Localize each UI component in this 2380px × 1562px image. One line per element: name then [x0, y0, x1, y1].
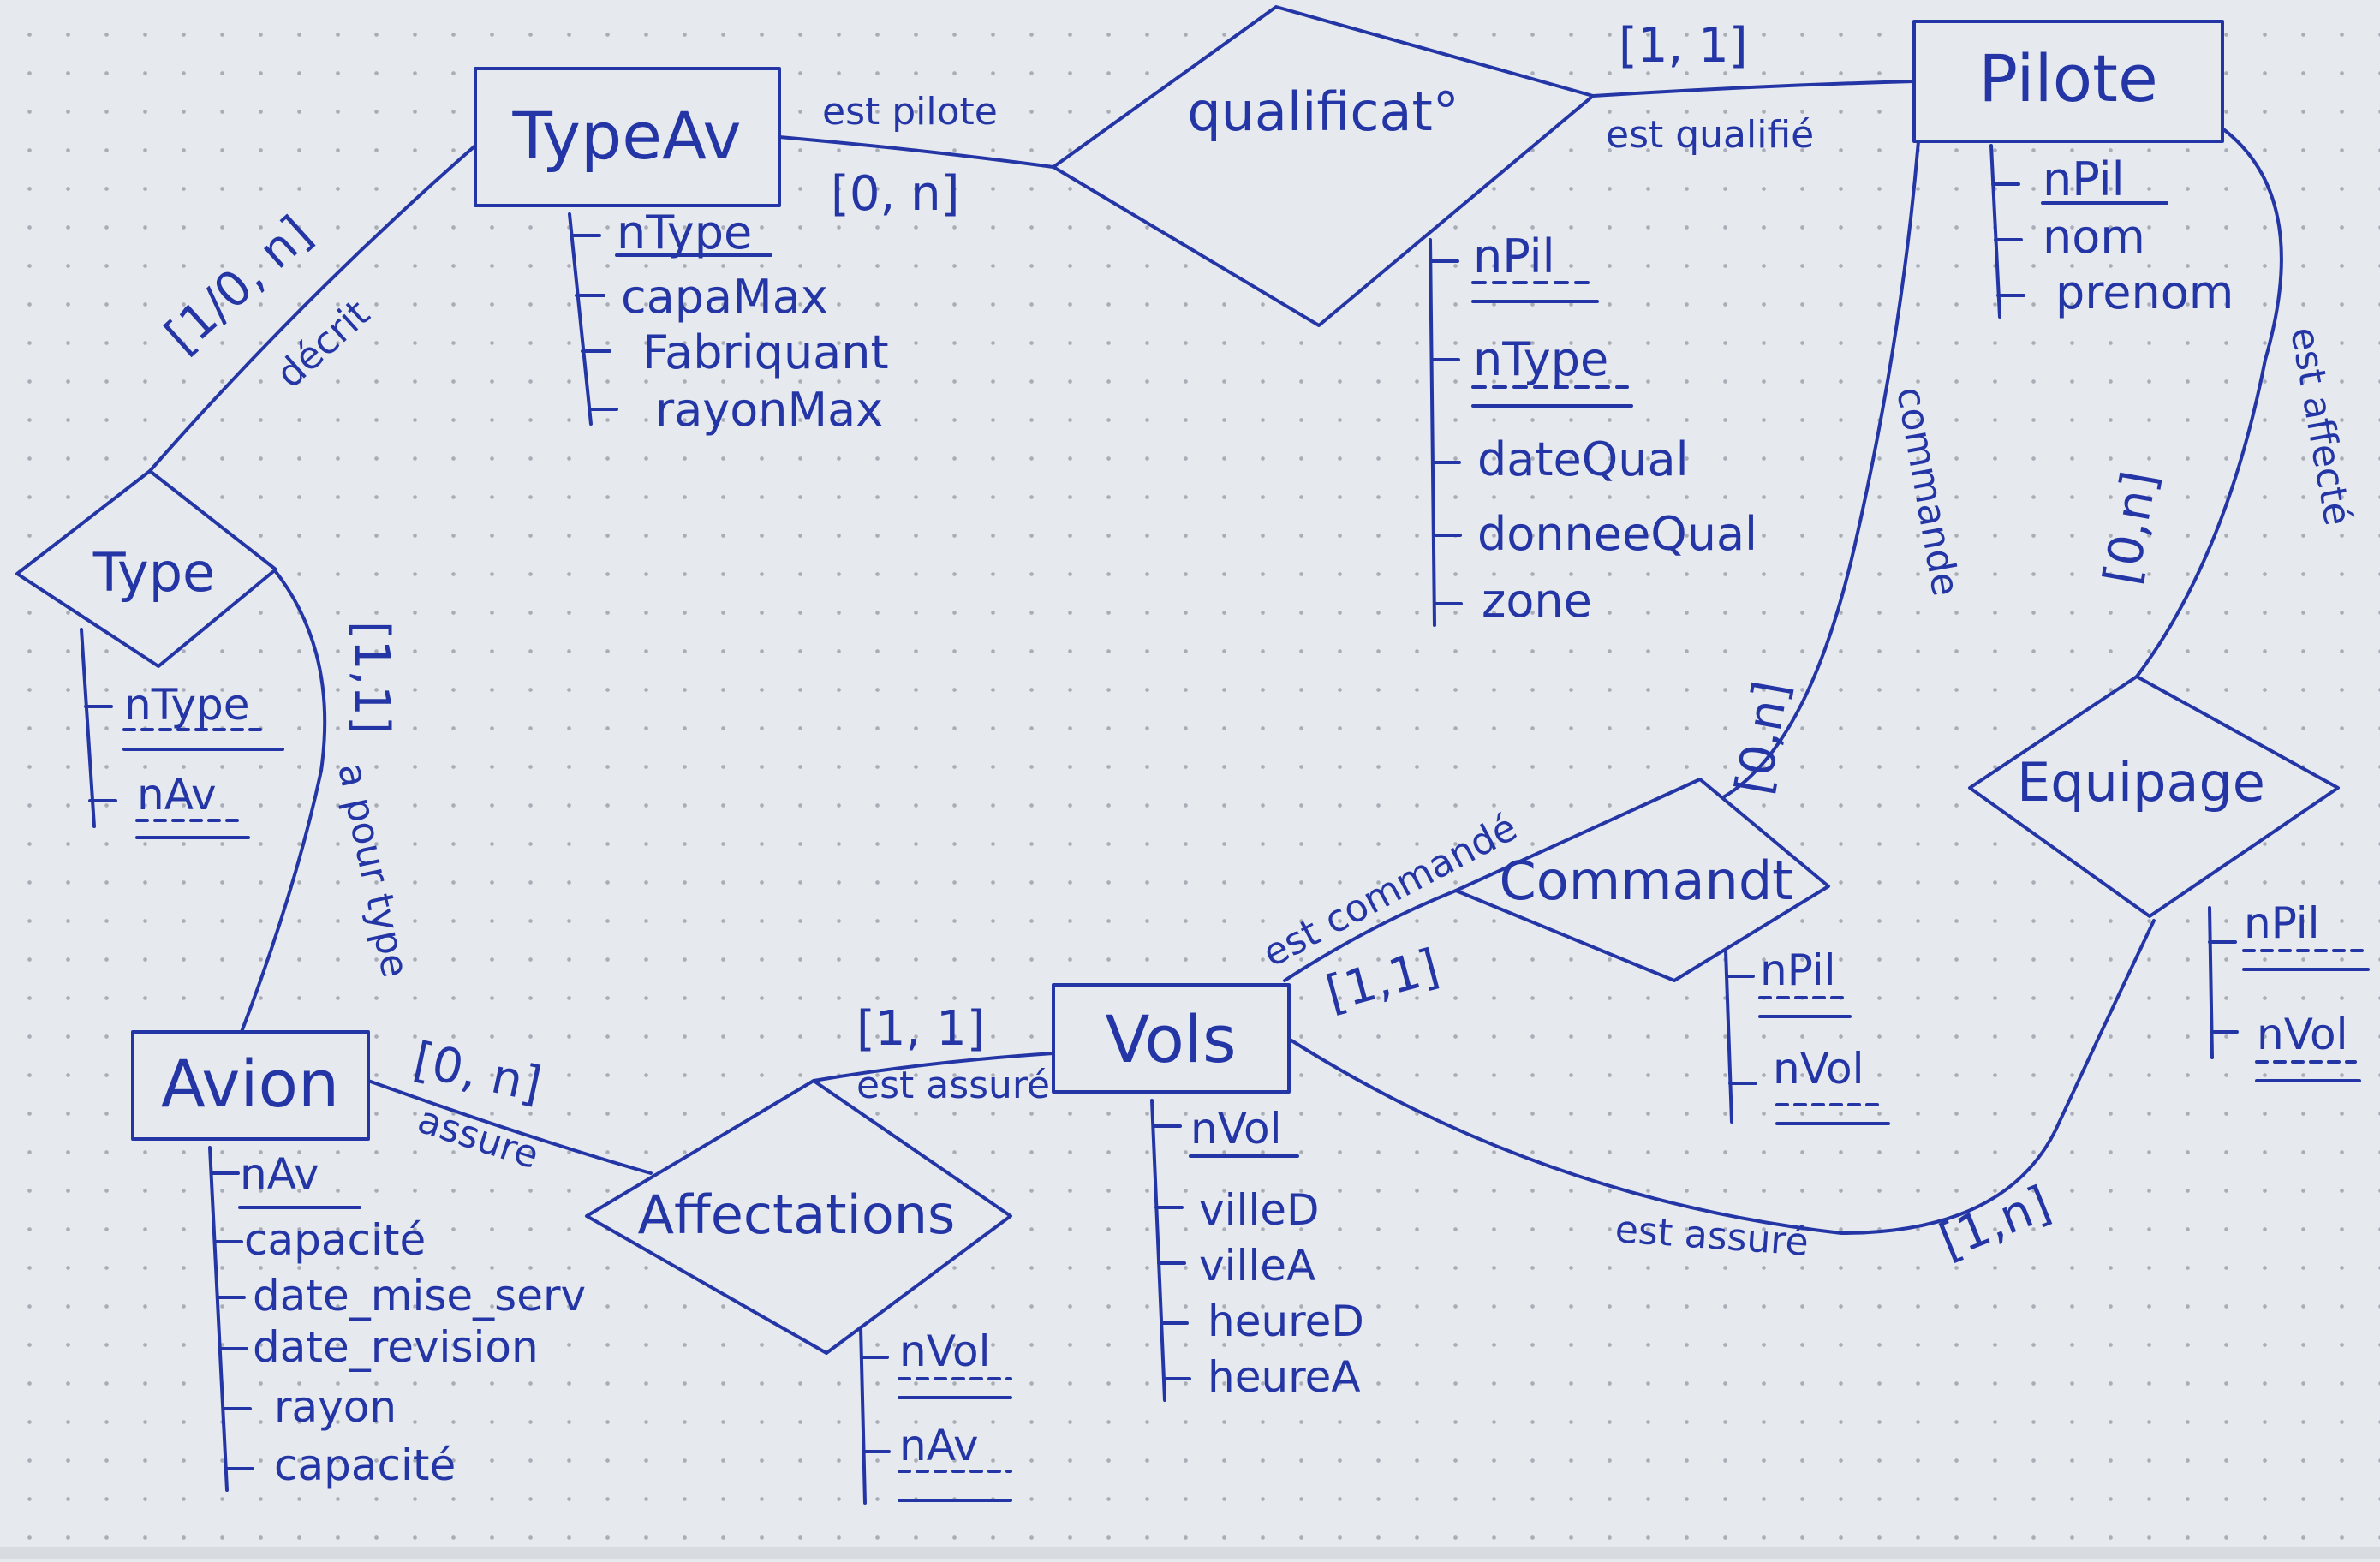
entity-vols-box [1052, 983, 1291, 1094]
entity-typeav-box [474, 67, 781, 207]
line-pilote-equipage [2135, 127, 2283, 678]
relation-equipage: Equipage [1968, 675, 2340, 918]
attr-vols-nvol: nVol [1190, 1104, 1282, 1154]
attr-qualificat-donneequal: donneeQual [1477, 507, 1757, 561]
role-commande: commande [1888, 384, 1967, 599]
connector-lines [148, 80, 2283, 1235]
attributes-affectations: nVol nAv [859, 1326, 1012, 1505]
entity-avion-box [131, 1030, 370, 1141]
attr-avion-rayon: rayon [274, 1382, 397, 1432]
entity-avion-name: Avion [161, 1046, 339, 1122]
attr-affectations-nvol: nVol [899, 1327, 991, 1376]
attr-qualificat-npil: nPil [1473, 230, 1555, 283]
attr-type-nav: nAv [137, 770, 217, 820]
attr-typeav-ntype: nType [617, 206, 752, 259]
attr-qualificat-ntype: nType [1473, 332, 1608, 386]
relation-equipage-diamond [1968, 675, 2340, 918]
attr-avion-nav: nAv [240, 1149, 319, 1199]
role-est-assure-equipage: est assuré [1614, 1207, 1810, 1265]
entity-pilote: Pilote [1912, 20, 2224, 143]
line-typeav-qualificat [778, 135, 1055, 169]
attr-vols-villea: villeA [1199, 1241, 1315, 1291]
attr-vols-heurea: heureA [1208, 1352, 1361, 1402]
attr-pilote-nom: nom [2043, 210, 2145, 264]
attributes-type: nType nAv [80, 628, 284, 839]
attr-vols-heured: heureD [1208, 1297, 1364, 1346]
attr-avion-date-revision: date_revision [253, 1322, 539, 1372]
attr-avion-capacite: capacité [244, 1215, 426, 1265]
relation-qualificat-name: qualificat° [1187, 80, 1459, 143]
card-typeav-qualificat: [0, n] [831, 166, 959, 222]
relation-affectations-diamond [585, 1079, 1012, 1355]
relation-qualificat-diamond [1052, 5, 1595, 327]
line-typeav-type [148, 144, 477, 473]
attributes-typeav: nType capaMax Fabriquant rayonMax [568, 206, 889, 437]
card-avion-type: [1,1] [343, 621, 399, 735]
line-affectations-vols [812, 1052, 1055, 1082]
role-est-affecte: est affecté [2282, 324, 2359, 528]
attr-typeav-capamax: capaMax [621, 270, 828, 324]
entity-typeav: TypeAv [474, 67, 781, 207]
attr-pilote-prenom: prenom [2055, 265, 2234, 319]
card-pilote-equipage: [0,n] [2094, 468, 2168, 589]
attr-commandt-nvol: nVol [1773, 1044, 1864, 1094]
attr-qualificat-zone: zone [1482, 574, 1592, 628]
attributes-avion: nAv capacité date_mise_serv date_revisio… [208, 1146, 586, 1492]
relation-commandt: Commandt [1454, 778, 1830, 982]
relation-type: Type [15, 469, 277, 668]
paper-bottom-edge [0, 1547, 2380, 1559]
attr-equipage-npil: nPil [2244, 898, 2320, 948]
role-est-pilote: est pilote [822, 90, 998, 134]
attributes-qualificat: nPil nType dateQual donneeQual zone [1429, 230, 1757, 628]
card-vols-equipage: [1,n] [1932, 1176, 2058, 1270]
relation-commandt-diamond [1454, 778, 1830, 982]
entity-avion: Avion [131, 1030, 370, 1141]
card-pilote-qualificat: [1, 1] [1619, 18, 1748, 74]
relation-equipage-name: Equipage [2017, 751, 2265, 814]
line-type-avion [240, 568, 327, 1034]
role-est-assure-affect: est assuré [856, 1064, 1050, 1107]
line-qualificat-pilote [1591, 80, 1916, 98]
line-commandt-pilote [1715, 140, 1920, 802]
entity-pilote-box [1912, 20, 2224, 143]
attr-avion-capacite-2: capacité [274, 1440, 456, 1490]
attr-affectations-nav: nAv [899, 1421, 979, 1470]
attributes-pilote: nPil nom prenom [1989, 144, 2234, 319]
attributes-vols: nVol villeD villeA heureD heureA [1150, 1099, 1364, 1402]
attr-typeav-rayonmax: rayonMax [655, 383, 883, 437]
relation-affectations: Affectations [585, 1079, 1012, 1355]
relation-commandt-name: Commandt [1500, 850, 1793, 912]
attr-type-ntype: nType [124, 680, 250, 730]
entity-typeav-name: TypeAv [511, 98, 741, 174]
relation-type-name: Type [92, 541, 215, 604]
line-vols-commandt [1283, 889, 1458, 982]
role-decrit: décrit [268, 291, 378, 396]
relation-qualificat: qualificat° [1052, 5, 1595, 327]
line-vols-equipage [1290, 919, 2156, 1235]
entity-vols-name: Vols [1105, 1001, 1236, 1077]
attributes-commandt: nPil nVol [1724, 945, 1890, 1125]
relation-affectations-name: Affectations [638, 1183, 956, 1246]
card-pilote-commandt: [0,n] [1726, 677, 1800, 799]
role-a-pour-type: a pour type [329, 760, 417, 981]
line-avion-affectations [367, 1079, 653, 1175]
card-vols-affectations: [1, 1] [856, 1001, 986, 1057]
attr-commandt-npil: nPil [1760, 945, 1836, 995]
attr-typeav-fabriquant: Fabriquant [642, 325, 889, 379]
card-vols-commandt: [1,1] [1321, 939, 1445, 1022]
attributes-equipage: nPil nVol [2208, 898, 2370, 1082]
attr-pilote-npil: nPil [2043, 152, 2125, 206]
attr-vols-villed: villeD [1199, 1185, 1320, 1235]
attr-qualificat-datequal: dateQual [1477, 432, 1689, 486]
attr-equipage-nvol: nVol [2257, 1010, 2348, 1059]
entity-vols: Vols [1052, 983, 1291, 1094]
relation-type-diamond [15, 469, 277, 668]
role-est-qualifie: est qualifié [1606, 113, 1814, 157]
entity-pilote-name: Pilote [1978, 40, 2157, 116]
attr-avion-date-mise-serv: date_mise_serv [253, 1271, 586, 1321]
